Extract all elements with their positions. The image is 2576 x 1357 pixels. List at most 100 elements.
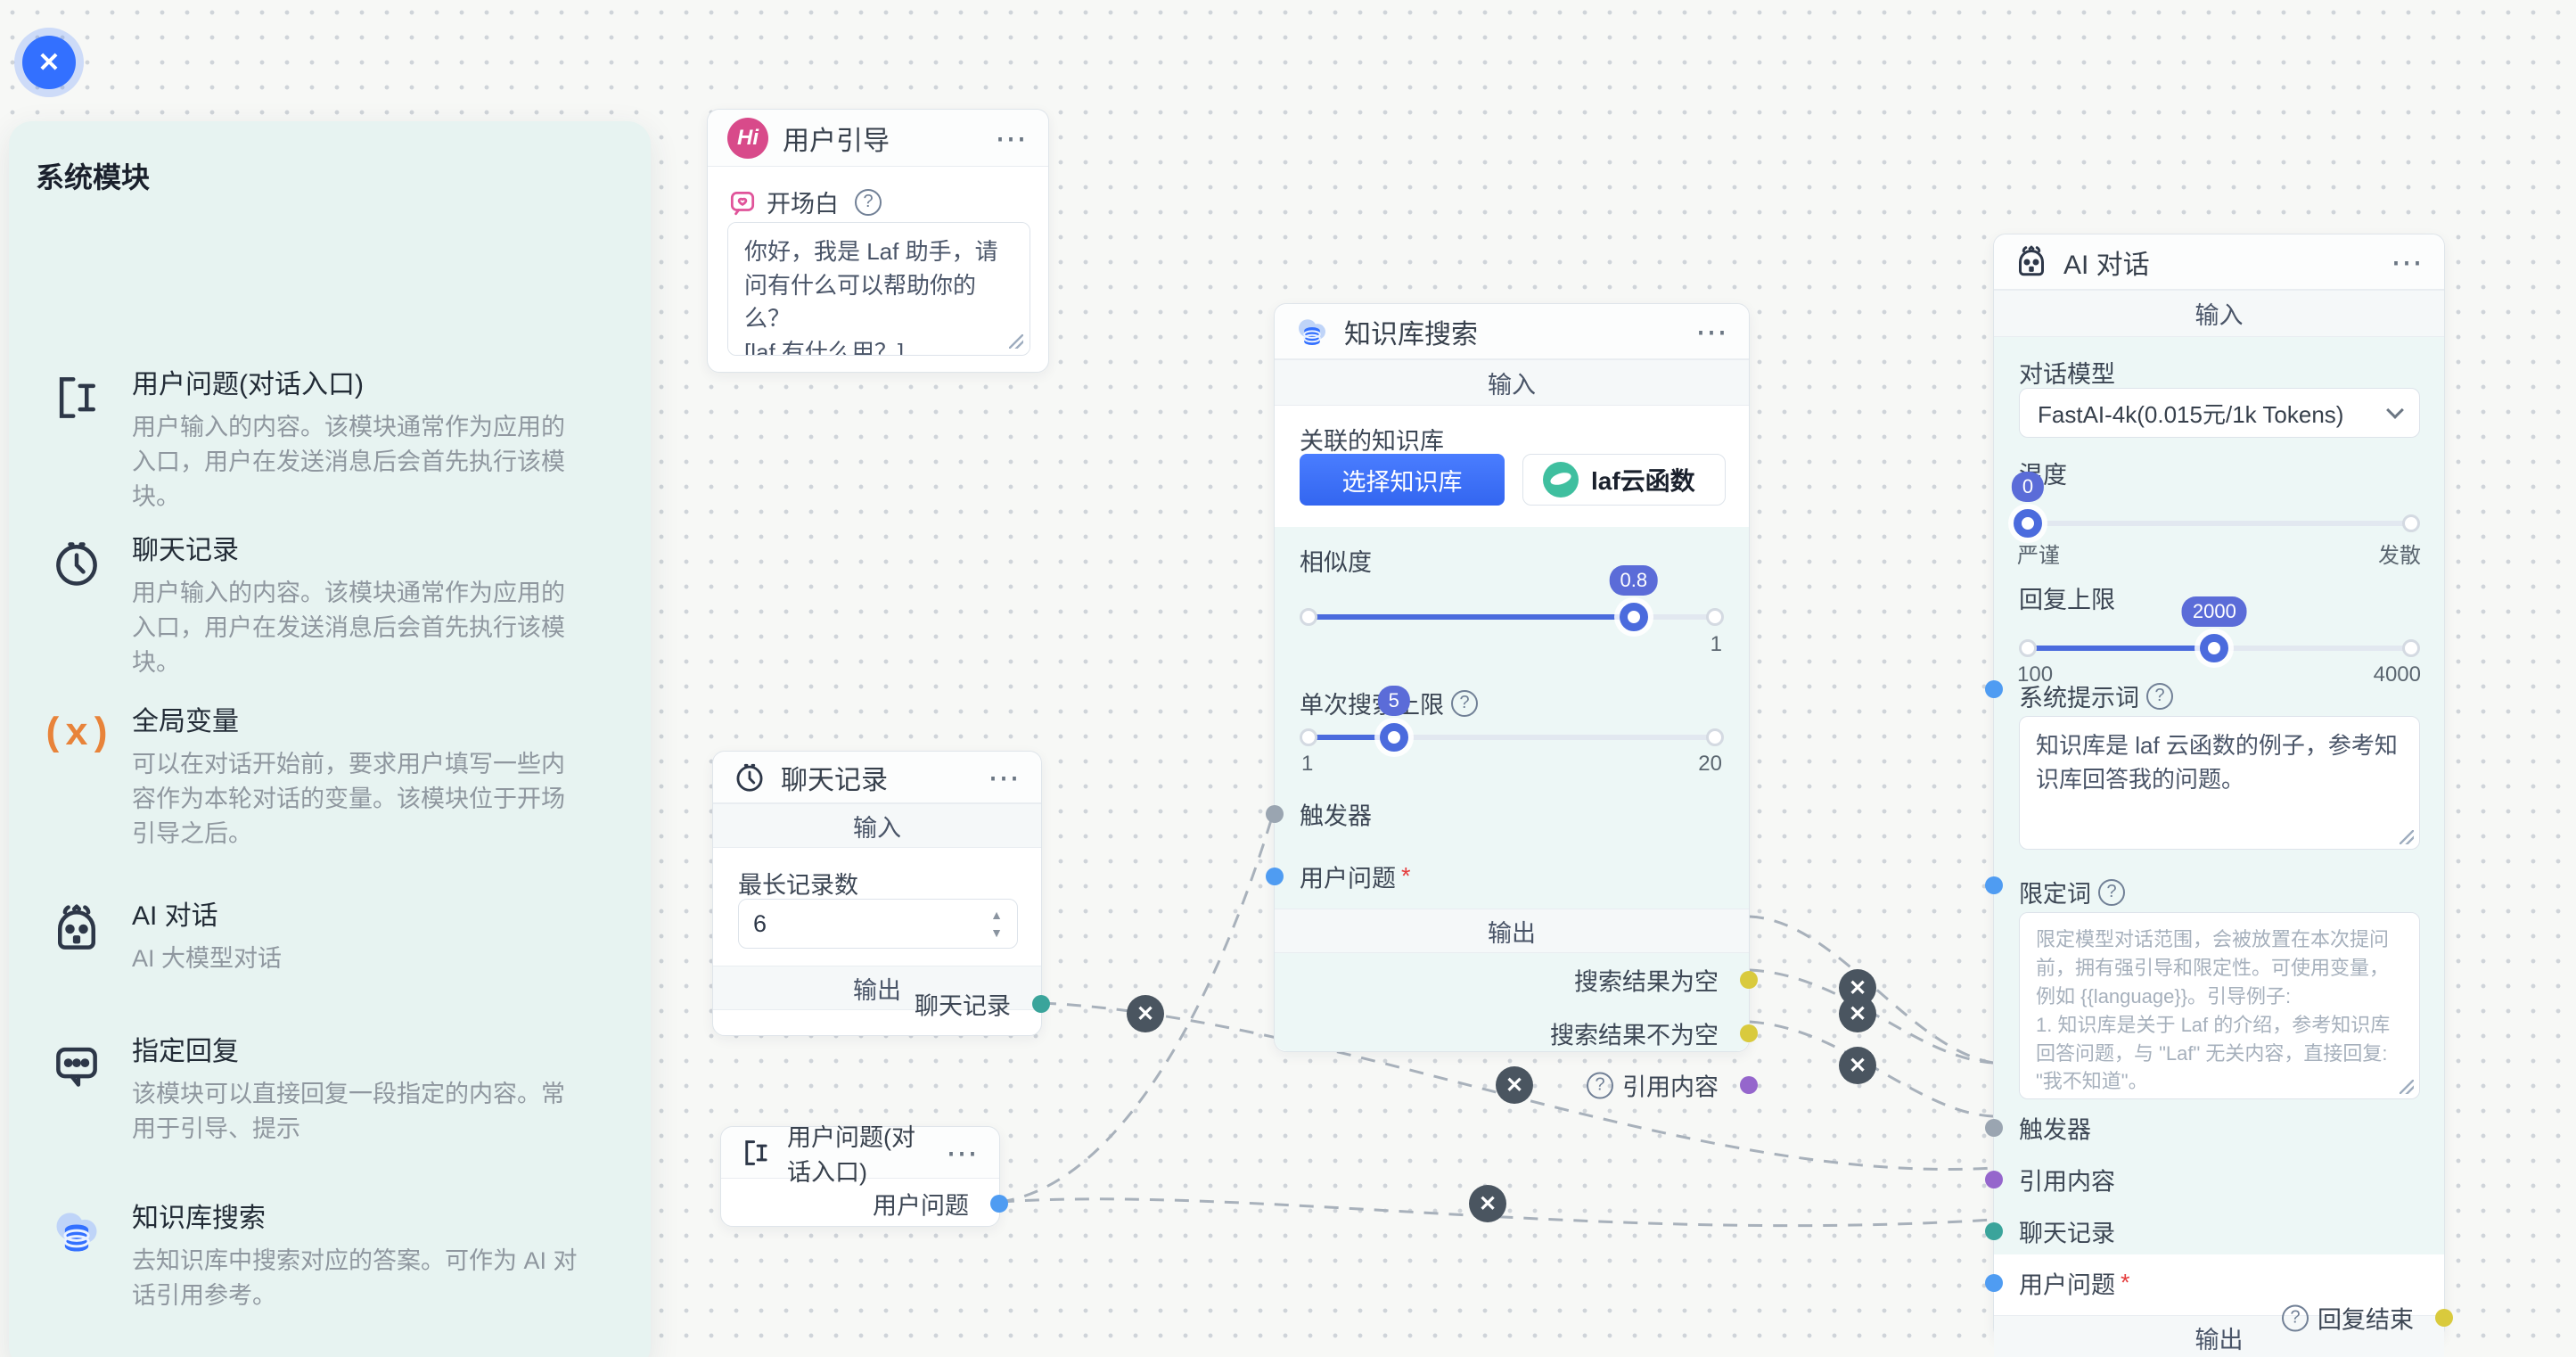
input-section-band: 输入	[1994, 290, 2444, 337]
module-desc: 用户输入的内容。该模块通常作为应用的入口，用户在发送消息后会首先执行该模块。	[132, 414, 565, 511]
similarity-value-badge: 0.8	[1609, 565, 1659, 596]
node-title: AI 对话	[2063, 250, 2150, 280]
resize-handle[interactable]	[2400, 1080, 2414, 1094]
robot-icon	[46, 899, 107, 959]
edge-delete-icon[interactable]: ✕	[1839, 1047, 1876, 1084]
text-cursor-icon	[46, 367, 107, 428]
output-port-quote[interactable]	[1740, 1076, 1758, 1094]
similarity-slider[interactable]: 0.8	[1300, 565, 1724, 631]
sidebar-item-kb-search[interactable]: 知识库搜索 去知识库中搜索对应的答案。可作为 AI 对话引用参考。	[46, 1196, 626, 1313]
edge-kbquote-to-aichat	[1749, 1020, 1994, 1118]
opening-heart-chat-icon	[727, 187, 758, 218]
hi-avatar-icon: Hi	[727, 117, 768, 159]
kb-chip-laf[interactable]: laf云函数	[1522, 454, 1726, 506]
more-menu-icon[interactable]: ⋯	[1695, 312, 1729, 350]
text-cursor-icon	[741, 1137, 773, 1169]
search-limit-label: 单次搜索上限 ?	[1300, 686, 1478, 720]
select-kb-button[interactable]: 选择知识库	[1300, 454, 1505, 506]
sidebar-item-fixed-reply[interactable]: 指定回复 该模块可以直接回复一段指定的内容。常用于引导、提示	[46, 1029, 626, 1147]
input-port-qualifier[interactable]	[1985, 876, 2003, 894]
knowledge-base-icon	[1294, 314, 1330, 350]
node-title: 用户引导	[783, 126, 890, 156]
more-menu-icon[interactable]: ⋯	[988, 758, 1021, 795]
opening-textarea[interactable]: 你好，我是 Laf 助手，请问有什么可以帮助你的么？ [laf 有什么用？] […	[727, 222, 1030, 356]
output-quote-label: ? 引用内容	[1587, 1068, 1719, 1103]
module-desc: 该模块可以直接回复一段指定的内容。常用于引导、提示	[132, 1081, 565, 1143]
edge-userquestion-to-aichat	[999, 1197, 1994, 1228]
output-port-reply-done[interactable]	[2435, 1309, 2453, 1327]
model-select[interactable]: FastAI-4k(0.015元/1k Tokens)	[2019, 388, 2420, 438]
kb-link-label: 关联的知识库	[1300, 428, 1444, 455]
node-ai-chat[interactable]: AI 对话 ⋯ 输入 对话模型 FastAI-4k(0.015元/1k Toke…	[1985, 234, 2453, 1357]
help-icon[interactable]: ?	[1587, 1072, 1613, 1098]
node-kb-search[interactable]: 知识库搜索 ⋯ 输入 关联的知识库 选择知识库 laf云函数 相似度 0.8 1…	[1266, 303, 1758, 1101]
input-port-user-question[interactable]	[1266, 868, 1284, 885]
node-chat-history[interactable]: 聊天记录 ⋯ 输入 最长记录数 6 ▲ ▼ 输出 聊天记录	[712, 751, 1050, 1036]
input-port-trigger[interactable]	[1985, 1119, 2003, 1137]
input-port-trigger[interactable]	[1266, 805, 1284, 823]
edge-delete-icon[interactable]: ✕	[1839, 995, 1876, 1032]
output-port-empty[interactable]	[1740, 971, 1758, 989]
module-desc: 可以在对话开始前，要求用户填写一些内容作为本轮对话的变量。该模块位于开场引导之后…	[132, 751, 565, 848]
help-icon[interactable]: ?	[2146, 682, 2173, 710]
stepper-down-icon: ▼	[990, 925, 1003, 940]
input-port-system-prompt[interactable]	[1985, 680, 2003, 698]
stepper-icons[interactable]: ▲ ▼	[990, 909, 1003, 939]
sidebar-item-chat-history[interactable]: 聊天记录 用户输入的内容。该模块通常作为应用的入口，用户在发送消息后会首先执行该…	[46, 528, 626, 680]
node-title: 知识库搜索	[1344, 319, 1478, 350]
user-question-input-label: 用户问题*	[1300, 862, 1411, 892]
module-label: AI 对话	[132, 901, 218, 931]
limit-max-label: 20	[1698, 752, 1722, 776]
sidebar-item-user-question[interactable]: 用户问题(对话入口) 用户输入的内容。该模块通常作为应用的入口，用户在发送消息后…	[46, 362, 626, 514]
output-port-chat-history[interactable]	[1032, 995, 1050, 1013]
node-title: 聊天记录	[781, 765, 888, 795]
edge-delete-icon[interactable]: ✕	[1496, 1066, 1533, 1104]
edge-userquestion-to-kbsearch	[999, 810, 1276, 1204]
sidebar-title: 系统模块	[36, 161, 151, 193]
max-records-input[interactable]: 6 ▲ ▼	[738, 899, 1018, 949]
sidebar-item-ai-chat[interactable]: AI 对话 AI 大模型对话	[46, 893, 626, 976]
system-prompt-textarea[interactable]: 知识库是 laf 云函数的例子，参考知识库回答我的问题。	[2019, 716, 2420, 850]
reply-limit-slider[interactable]: 2000	[2019, 596, 2420, 662]
reply-limit-value-badge: 2000	[2181, 596, 2247, 627]
system-prompt-label: 系统提示词 ?	[2019, 678, 2173, 713]
temperature-slider[interactable]: 0	[2011, 472, 2420, 538]
node-user-question[interactable]: 用户问题(对话入口) ⋯ 用户问题	[720, 1124, 1008, 1227]
reply-limit-label: 回复上限	[2019, 587, 2115, 613]
node-title: 用户问题(对话入口)	[787, 1123, 915, 1186]
input-port-quote[interactable]	[1985, 1171, 2003, 1188]
sidebar-item-global-variable[interactable]: (x) 全局变量 可以在对话开始前，要求用户填写一些内容作为本轮对话的变量。该模…	[41, 699, 626, 851]
module-desc: 用户输入的内容。该模块通常作为应用的入口，用户在发送消息后会首先执行该模块。	[132, 580, 565, 677]
module-label: 用户问题(对话入口)	[132, 370, 364, 399]
help-icon[interactable]: ?	[855, 188, 882, 216]
output-user-question-label: 用户问题	[873, 1192, 969, 1220]
node-user-guide[interactable]: Hi 用户引导 ⋯ 开场白 ? 你好，我是 Laf 助手，请问有什么可以帮助你的…	[707, 109, 1049, 373]
more-menu-icon[interactable]: ⋯	[995, 119, 1029, 156]
chat-bubble-icon	[46, 1034, 107, 1095]
output-port-not-empty[interactable]	[1740, 1024, 1758, 1042]
qualifier-textarea[interactable]	[2019, 912, 2420, 1099]
help-icon[interactable]: ?	[2098, 878, 2125, 906]
resize-handle[interactable]	[1009, 334, 1023, 349]
trigger-input-label: 触发器	[2019, 1116, 2091, 1144]
module-desc: 去知识库中搜索对应的答案。可作为 AI 对话引用参考。	[132, 1247, 578, 1310]
edge-delete-icon[interactable]: ✕	[1469, 1185, 1506, 1222]
close-icon: ✕	[37, 47, 61, 78]
edge-delete-icon[interactable]: ✕	[1127, 995, 1164, 1032]
resize-handle[interactable]	[2400, 830, 2414, 844]
knowledge-base-icon	[46, 1201, 107, 1262]
input-port-user-question[interactable]	[1985, 1274, 2003, 1292]
help-icon[interactable]: ?	[2282, 1304, 2309, 1331]
more-menu-icon[interactable]: ⋯	[2391, 243, 2424, 280]
edge-kbempty-to-aichat	[1749, 915, 1994, 1065]
input-port-chat-history[interactable]	[1985, 1222, 2003, 1240]
search-limit-slider[interactable]: 5	[1300, 686, 1724, 752]
more-menu-icon[interactable]: ⋯	[946, 1133, 980, 1171]
help-icon[interactable]: ?	[1451, 689, 1478, 717]
limit-min-label: 1	[1301, 752, 1314, 776]
close-panel-button[interactable]: ✕	[22, 36, 76, 89]
chat-history-input-label: 聊天记录	[2019, 1220, 2115, 1247]
output-port-user-question[interactable]	[990, 1195, 1008, 1213]
laf-icon	[1543, 462, 1579, 498]
